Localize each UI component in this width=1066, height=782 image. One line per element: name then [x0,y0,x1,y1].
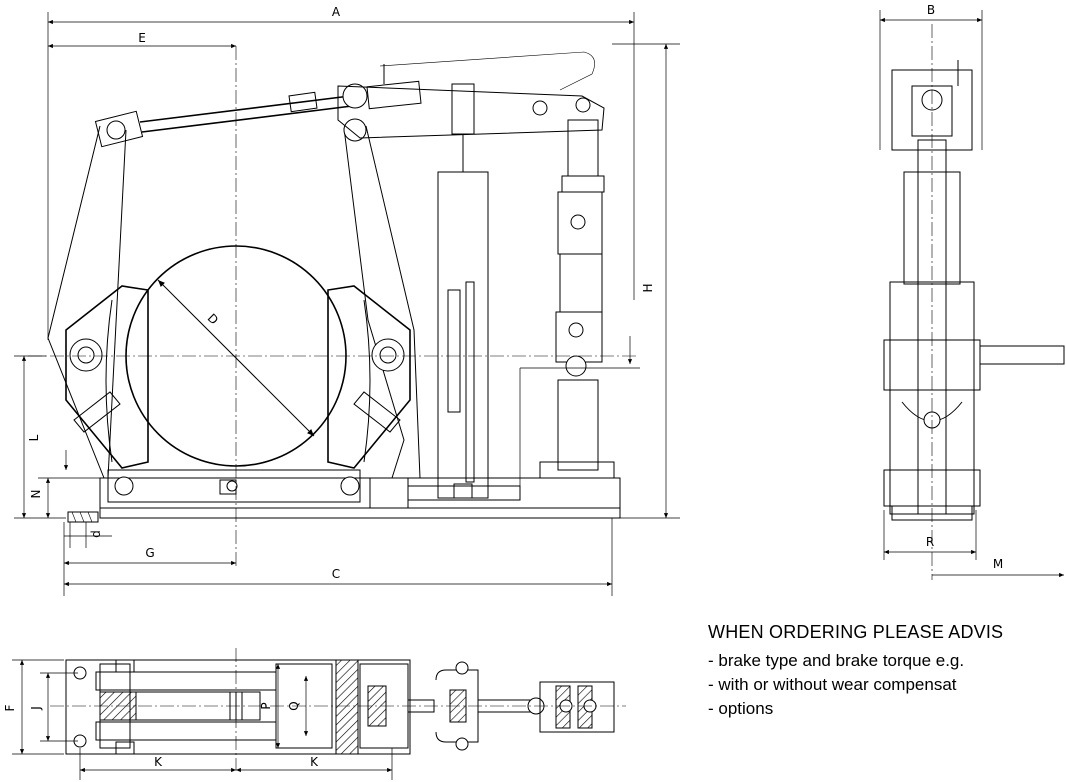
dim-label-h: H [641,283,655,292]
dim-label-d-diameter: D [205,311,221,327]
dim-label-g: G [145,546,154,560]
dim-label-f: F [3,704,17,711]
top-view-dimensions: F J P Q K K [3,659,393,780]
dim-label-m: M [993,557,1003,571]
top-view-centerlines [50,648,626,770]
dim-label-b: B [927,3,935,17]
ordering-heading: WHEN ORDERING PLEASE ADVIS [708,622,1004,642]
ordering-item-options: - options [708,699,774,718]
dim-label-r: R [926,535,934,549]
dim-label-a: A [332,5,341,19]
side-view [883,60,1065,521]
dim-label-k-left: K [154,755,163,769]
dim-label-n: N [29,490,43,499]
top-view [65,659,615,755]
dim-label-k-right: K [310,755,319,769]
ordering-item-brake-type: - brake type and brake torque e.g. [708,651,965,670]
dim-label-p: P [259,702,273,709]
dim-label-d: d [89,530,103,538]
side-view-dimensions: B R M [879,3,1064,578]
dim-label-l: L [27,434,41,441]
ordering-instructions: WHEN ORDERING PLEASE ADVIS - brake type … [708,622,1066,721]
front-view-centerlines [28,46,636,568]
dim-label-j: J [29,706,43,711]
dim-label-e: E [138,31,146,45]
dim-label-q: Q [287,701,301,710]
front-view [47,51,621,523]
dim-label-c: C [332,567,340,581]
ordering-item-wear-compensation: - with or without wear compensat [708,675,957,694]
